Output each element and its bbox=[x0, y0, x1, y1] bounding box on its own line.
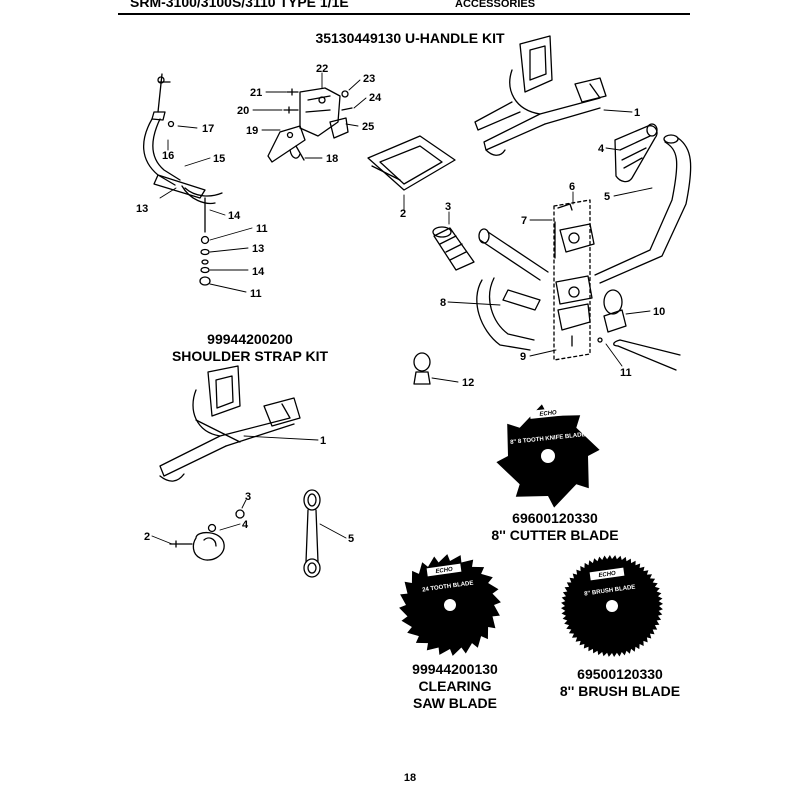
leader-lines bbox=[151, 72, 653, 545]
handle-clamp-drawing bbox=[553, 199, 595, 361]
throttle-cable-drawing bbox=[142, 73, 223, 286]
strap-buckle-drawing bbox=[169, 509, 245, 561]
callout-26: 24 bbox=[369, 92, 382, 104]
callout-10: 10 bbox=[653, 306, 665, 318]
page-number: 18 bbox=[403, 772, 417, 784]
hanger-ring-drawing bbox=[413, 352, 431, 385]
grip-left-drawing bbox=[432, 226, 475, 271]
cutter-blade-part-number: 69600120330 bbox=[512, 510, 598, 526]
callout-7: 7 bbox=[521, 215, 527, 227]
callout-11: 11 bbox=[620, 367, 632, 379]
shoulder-strap-drawing bbox=[159, 365, 301, 482]
cutter-blade-arbor-hole bbox=[541, 449, 555, 463]
cutter-blade-drawing: ECHO 8" 8 TOOTH KNIFE BLADE bbox=[496, 404, 600, 508]
callout-3-grip: 3 bbox=[445, 201, 451, 213]
callout-12: 12 bbox=[462, 377, 474, 389]
brush-blade-name: 8'' BRUSH BLADE bbox=[559, 683, 681, 699]
callout-15: 14 bbox=[228, 210, 241, 222]
callout-25: 23 bbox=[363, 73, 375, 85]
handle-plate-drawing bbox=[367, 135, 456, 191]
saw-blade-caption: 99944200130 CLEARING SAW BLADE bbox=[380, 661, 530, 712]
shoulder-strap-part-number: 99944200200 bbox=[207, 331, 293, 347]
handlebar-left-drawing bbox=[476, 228, 549, 351]
header-model: SRM-3100/3100S/3110 TYPE 1/1E bbox=[130, 0, 349, 10]
callout-numbers: 17 16 15 13 14 11 13 14 11 18 19 20 21 2… bbox=[136, 63, 665, 545]
callout-24: 22 bbox=[316, 63, 328, 75]
callout-21: 19 bbox=[246, 125, 258, 137]
callout-20: 18 bbox=[326, 153, 338, 165]
brush-blade-part-number: 69500120330 bbox=[577, 666, 663, 682]
strap-loop-drawing bbox=[303, 489, 321, 578]
cutter-blade-brand: ECHO bbox=[539, 410, 557, 418]
brush-blade-arbor-hole bbox=[606, 600, 618, 612]
strap-ring-drawing bbox=[597, 289, 681, 371]
header-rule bbox=[118, 13, 690, 15]
grip-right-drawing bbox=[614, 123, 658, 183]
callout-19: 17 bbox=[202, 123, 214, 135]
callout-6: 6 bbox=[569, 181, 575, 193]
uhandle-kit-title: 35130449130 U-HANDLE KIT bbox=[315, 30, 505, 46]
callout-23: 21 bbox=[250, 87, 262, 99]
saw-blade-brand: ECHO bbox=[435, 567, 453, 575]
saw-blade-arbor-hole bbox=[444, 599, 456, 611]
header-section: ACCESSORIES bbox=[455, 0, 536, 10]
saw-blade-name-line2: SAW BLADE bbox=[413, 695, 497, 711]
callout-5-bar: 5 bbox=[604, 191, 610, 203]
callout-13a: 11 bbox=[256, 223, 268, 235]
saw-blade-drawing: ECHO 24 TOOTH BLADE bbox=[399, 554, 501, 656]
callout-9: 9 bbox=[520, 351, 526, 363]
cutter-blade-caption: 69600120330 8'' CUTTER BLADE bbox=[470, 510, 640, 544]
brush-blade-drawing: ECHO 8" BRUSH BLADE bbox=[561, 555, 663, 657]
shoulder-strap-name: SHOULDER STRAP KIT bbox=[171, 348, 329, 364]
saw-blade-part-number: 99944200130 bbox=[412, 661, 498, 677]
strap-callout-4: 4 bbox=[242, 519, 249, 531]
callout-14b: 14 bbox=[252, 266, 265, 278]
callout-2-plate: 2 bbox=[400, 208, 406, 220]
strap-callout-1: 1 bbox=[320, 435, 326, 447]
callout-14a: 13 bbox=[252, 243, 264, 255]
brush-blade-brand: ECHO bbox=[598, 571, 616, 579]
callout-22: 20 bbox=[237, 105, 249, 117]
saw-blade-name-line1: CLEARING bbox=[418, 678, 492, 694]
cutter-blade-name: 8'' CUTTER BLADE bbox=[491, 527, 619, 543]
callout-16: 13 bbox=[136, 203, 148, 215]
handlebar-right-drawing bbox=[594, 134, 692, 284]
shoulder-strap-kit-title: 99944200200 SHOULDER STRAP KIT bbox=[150, 331, 350, 365]
callout-4-grip: 4 bbox=[598, 143, 605, 155]
strap-callout-5: 5 bbox=[348, 533, 354, 545]
callout-17: 15 bbox=[213, 153, 225, 165]
callout-27: 25 bbox=[362, 121, 374, 133]
strap-callout-3: 3 bbox=[245, 491, 251, 503]
brush-blade-caption: 69500120330 8'' BRUSH BLADE bbox=[535, 666, 705, 700]
throttle-housing-drawing bbox=[267, 87, 353, 163]
uhandle-strap-drawing bbox=[474, 35, 607, 156]
callout-13b: 11 bbox=[250, 288, 262, 300]
callout-8: 8 bbox=[440, 297, 446, 309]
callout-1-top: 1 bbox=[634, 107, 640, 119]
callout-18: 16 bbox=[162, 150, 174, 162]
strap-callout-2: 2 bbox=[144, 531, 150, 543]
